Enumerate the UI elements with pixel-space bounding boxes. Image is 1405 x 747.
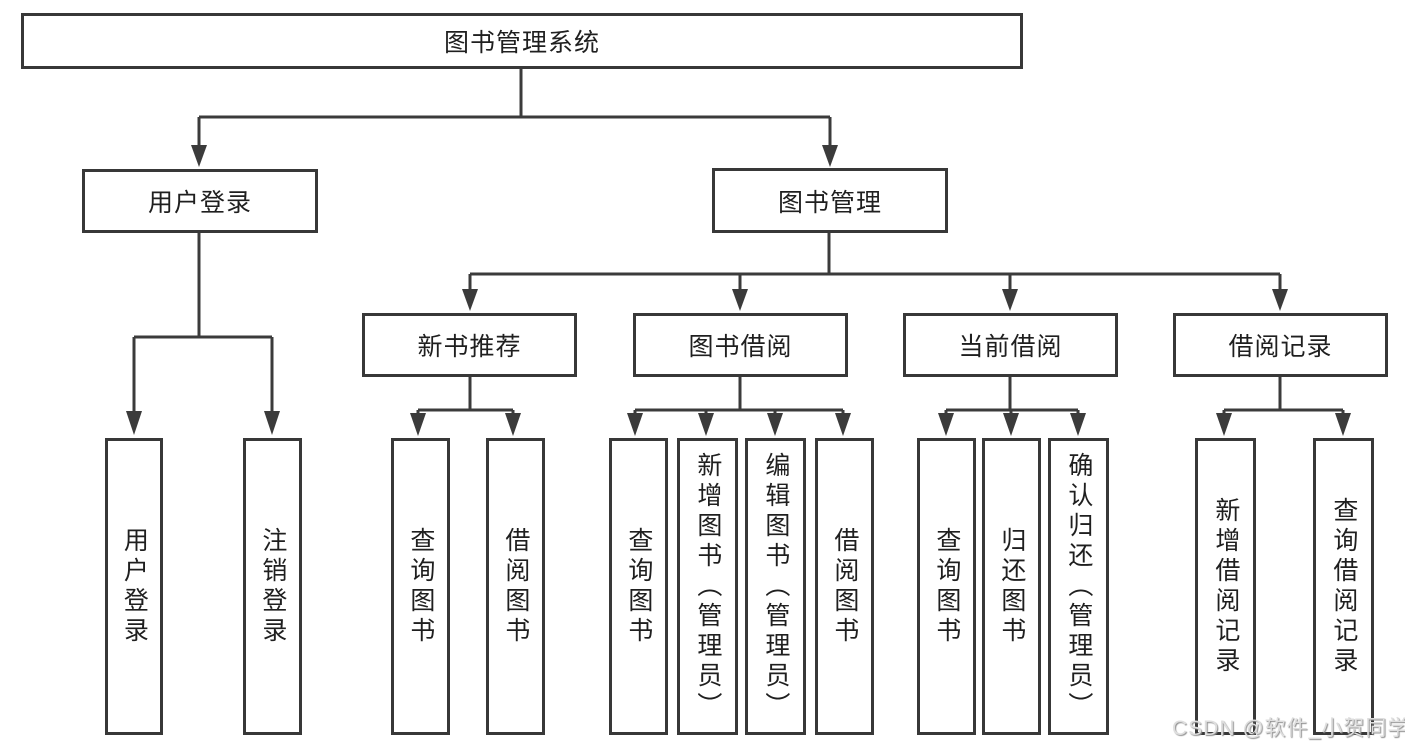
connector-sec1-to-leaves — [627, 377, 851, 436]
arrowhead — [938, 413, 954, 436]
node-current-borrow: 当前借阅 — [903, 313, 1118, 377]
node-leaf-edit-books-admin-label: 编辑图书（管理员） — [761, 451, 790, 722]
arrowhead — [505, 413, 521, 436]
arrowhead — [126, 411, 142, 435]
node-leaf-borrow-books-2-label: 借阅图书 — [830, 526, 859, 647]
node-leaf-user-login-label: 用户登录 — [120, 526, 149, 647]
node-book-borrow: 图书借阅 — [633, 313, 848, 377]
node-root-system-label: 图书管理系统 — [443, 29, 600, 57]
arrowhead — [462, 289, 478, 311]
connector-root-to-level2 — [191, 68, 838, 167]
node-user-login-label: 用户登录 — [147, 189, 252, 217]
node-leaf-add-borrow-record-label: 新增借阅记录 — [1211, 496, 1240, 677]
arrowhead — [410, 413, 426, 436]
node-leaf-query-books-1: 查询图书 — [391, 438, 450, 735]
arrowhead — [822, 145, 838, 167]
connector-sec2-to-leaves — [938, 377, 1086, 436]
node-borrow-records-label: 借阅记录 — [1228, 333, 1333, 361]
arrowhead — [264, 411, 280, 435]
node-leaf-query-borrow-record-label: 查询借阅记录 — [1329, 496, 1358, 677]
node-leaf-query-books-2: 查询图书 — [609, 438, 668, 735]
arrowhead — [835, 413, 851, 436]
arrowhead — [627, 413, 643, 436]
node-leaf-add-books-admin-label: 新增图书（管理员） — [693, 451, 722, 722]
node-leaf-query-borrow-record: 查询借阅记录 — [1313, 438, 1374, 735]
arrowhead — [1002, 289, 1018, 311]
node-new-book-recommend-label: 新书推荐 — [417, 333, 522, 361]
node-leaf-confirm-return-admin-label: 确认归还（管理员） — [1064, 451, 1093, 722]
connector-mgmt-to-sections — [462, 233, 1288, 311]
node-leaf-query-books-3: 查询图书 — [917, 438, 976, 735]
arrowhead — [1003, 413, 1019, 436]
node-borrow-records: 借阅记录 — [1173, 313, 1388, 377]
arrowhead — [1216, 413, 1232, 436]
node-leaf-return-books-label: 归还图书 — [997, 526, 1026, 647]
node-leaf-borrow-books-1: 借阅图书 — [486, 438, 545, 735]
node-book-management: 图书管理 — [712, 168, 948, 233]
node-leaf-borrow-books-1-label: 借阅图书 — [501, 526, 530, 647]
node-book-management-label: 图书管理 — [777, 188, 882, 217]
node-leaf-query-books-1-label: 查询图书 — [406, 526, 435, 647]
node-leaf-borrow-books-2: 借阅图书 — [815, 438, 874, 735]
node-leaf-user-login: 用户登录 — [105, 438, 163, 735]
arrowhead — [698, 413, 714, 436]
arrowhead — [1272, 289, 1288, 311]
arrowhead — [191, 145, 207, 167]
node-leaf-add-borrow-record: 新增借阅记录 — [1195, 438, 1256, 735]
node-leaf-return-books: 归还图书 — [982, 438, 1041, 735]
connector-login-to-leaves — [126, 232, 280, 435]
connector-sec0-to-leaves — [410, 377, 521, 436]
node-user-login: 用户登录 — [82, 169, 318, 233]
arrowhead — [1070, 413, 1086, 436]
node-leaf-query-books-2-label: 查询图书 — [624, 526, 653, 647]
arrowhead — [1335, 413, 1351, 436]
arrowhead — [767, 413, 783, 436]
connector-sec3-to-leaves — [1216, 377, 1351, 436]
csdn-watermark: CSDN @软件_小贺同学 — [1172, 717, 1405, 740]
node-current-borrow-label: 当前借阅 — [958, 333, 1063, 361]
node-leaf-query-books-3-label: 查询图书 — [932, 526, 961, 647]
node-root-system: 图书管理系统 — [21, 13, 1023, 69]
node-new-book-recommend: 新书推荐 — [362, 313, 577, 377]
node-leaf-logout-label: 注销登录 — [258, 526, 287, 647]
node-book-borrow-label: 图书借阅 — [688, 333, 793, 361]
node-leaf-add-books-admin: 新增图书（管理员） — [677, 438, 738, 735]
arrowhead — [732, 289, 748, 311]
node-leaf-logout: 注销登录 — [243, 438, 302, 735]
node-leaf-confirm-return-admin: 确认归还（管理员） — [1048, 438, 1109, 735]
node-leaf-edit-books-admin: 编辑图书（管理员） — [745, 438, 806, 735]
